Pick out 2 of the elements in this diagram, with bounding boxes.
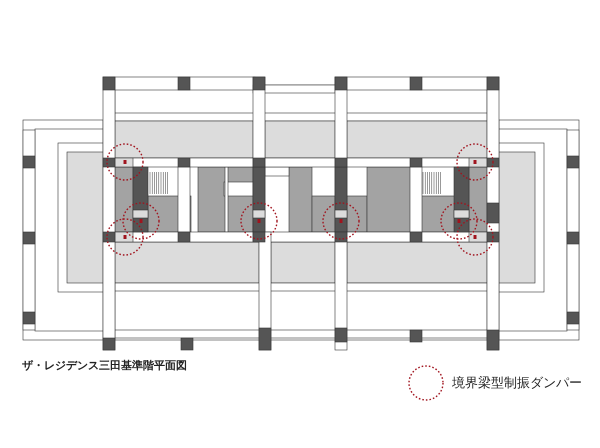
legend-label: 境界梁型制振ダンパー xyxy=(452,375,582,392)
caption: ザ・レジデンス三田基準階平面図 xyxy=(22,358,187,373)
